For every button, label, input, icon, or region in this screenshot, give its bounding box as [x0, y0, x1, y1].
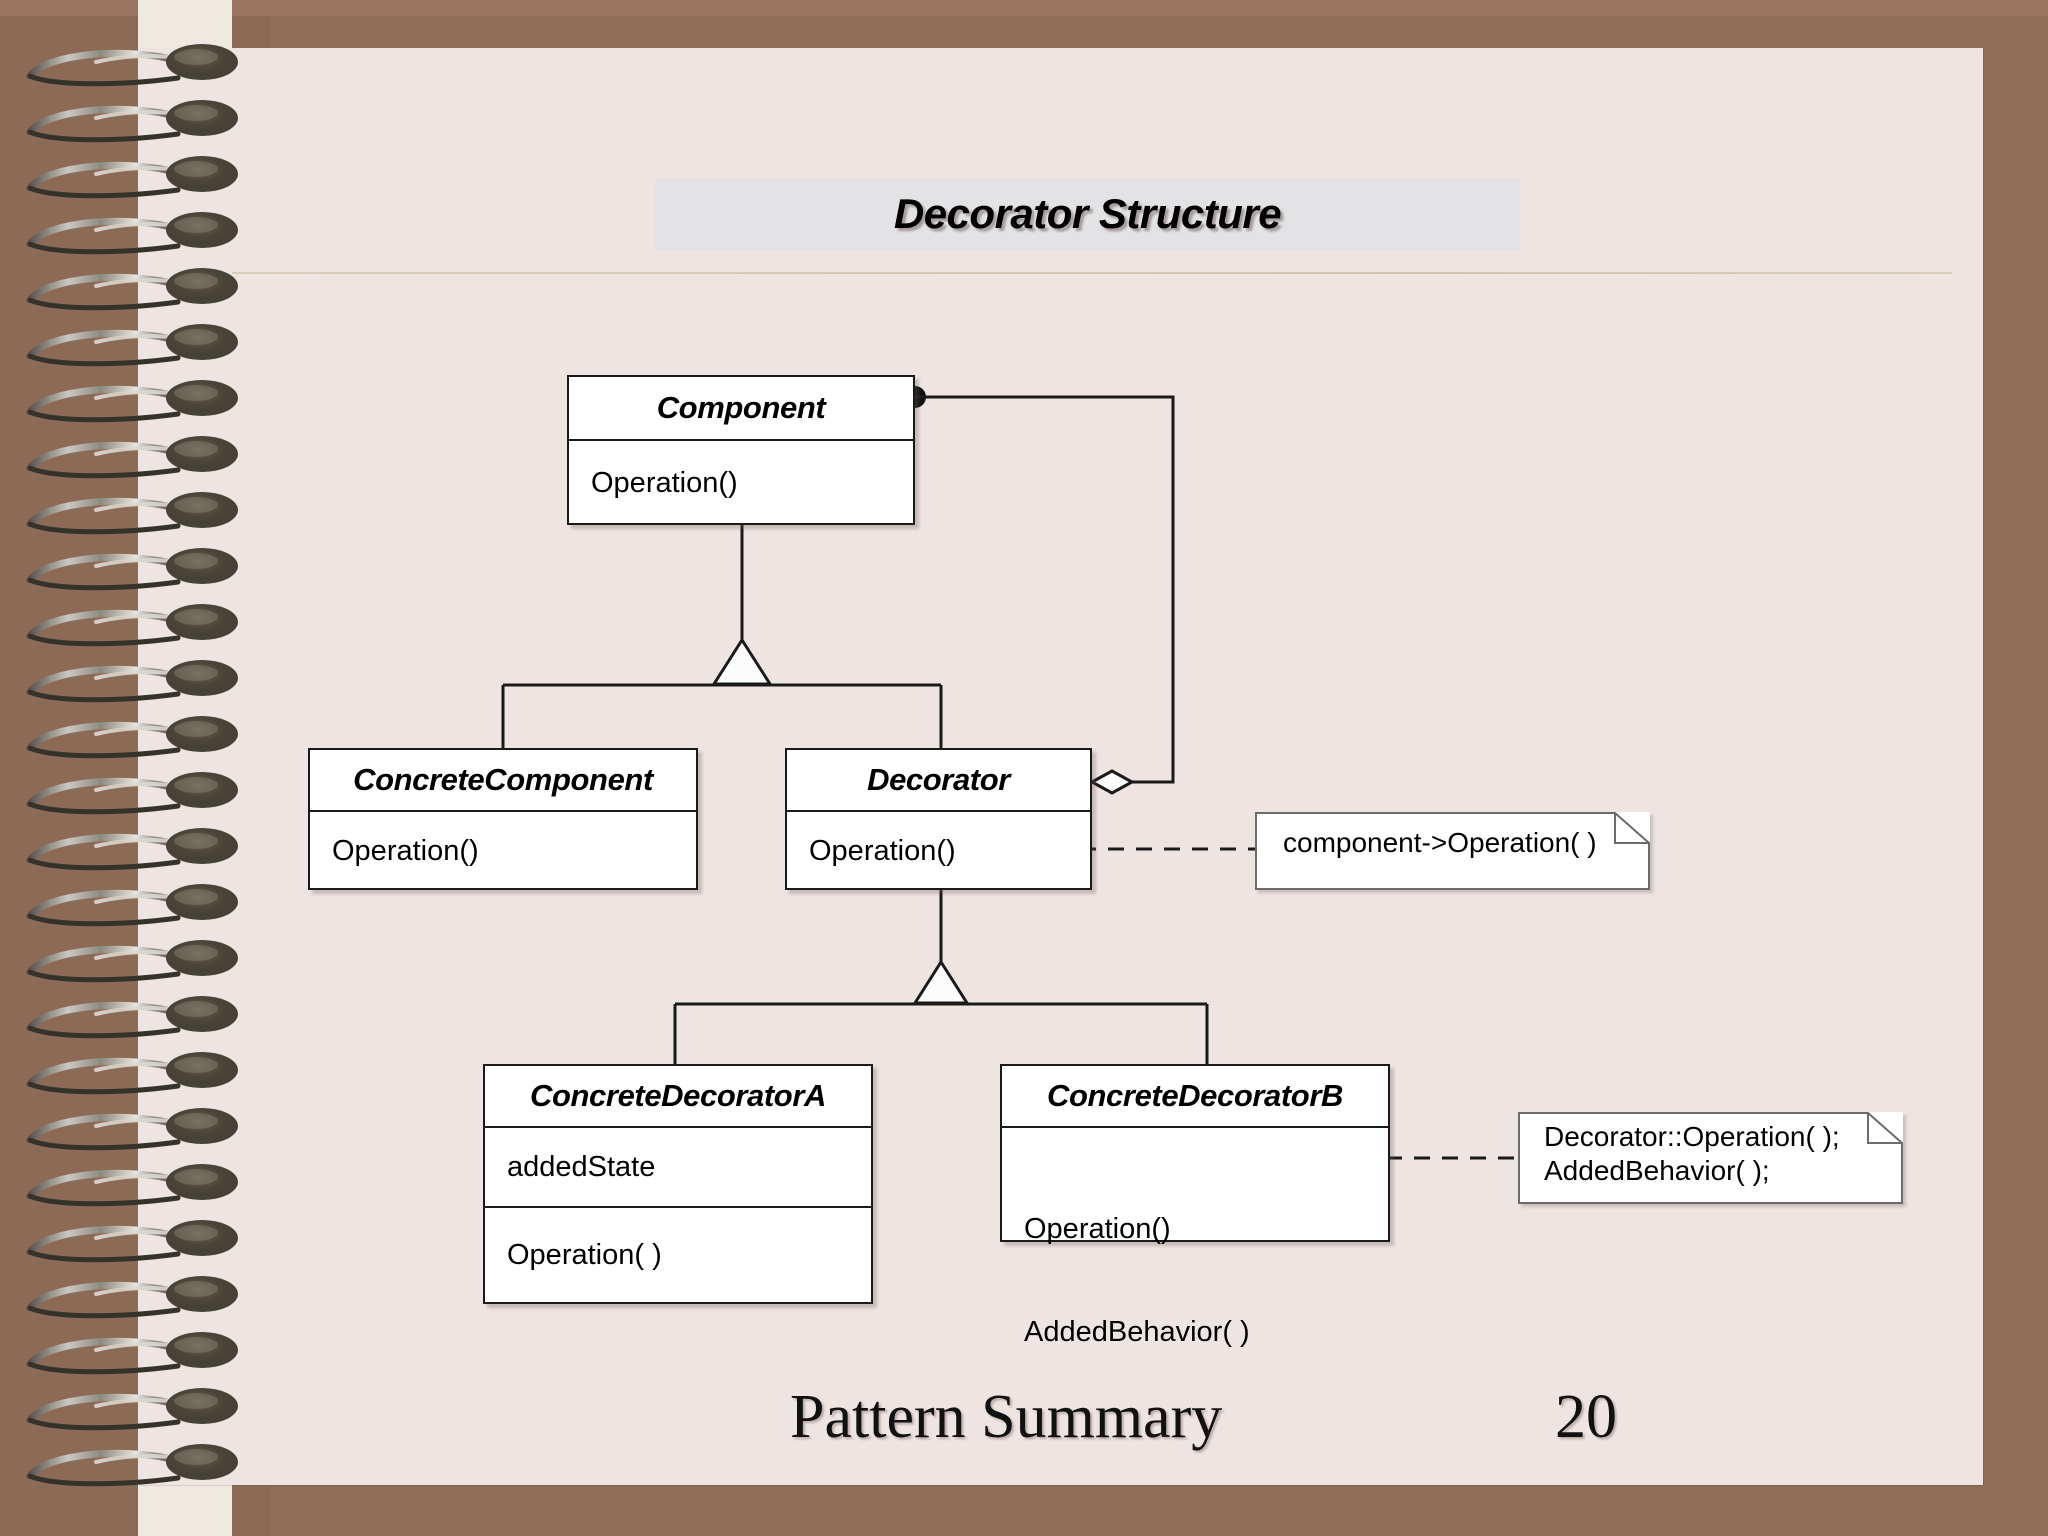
title-banner [655, 178, 1520, 250]
frame-top-band [0, 0, 2048, 16]
footer-title: Pattern Summary [790, 1383, 1223, 1451]
generalization-component [501, 525, 943, 748]
class-name-concrete-decorator-a: ConcreteDecoratorA [485, 1066, 871, 1128]
title-divider [232, 272, 1952, 274]
class-operations-concrete-component: Operation() [332, 834, 479, 867]
class-box-decorator[interactable]: Decorator Operation() [785, 748, 1092, 890]
generalization-decorator [673, 886, 1209, 1064]
operation-line: Operation() [1024, 1213, 1171, 1246]
class-name-component: Component [569, 377, 913, 441]
aggregation-decorator-component [904, 386, 1175, 795]
note-shape [1255, 812, 1650, 890]
class-name-concrete-decorator-b: ConcreteDecoratorB [1002, 1066, 1388, 1128]
note-decorator-operation[interactable]: component->Operation( ) [1255, 812, 1650, 890]
page-number: 20 [1555, 1383, 1617, 1451]
class-name-concrete-component: ConcreteComponent [310, 750, 696, 812]
class-name-decorator: Decorator [787, 750, 1090, 812]
class-operations-concrete-decorator-b: Operation() AddedBehavior( ) [1002, 1128, 1388, 1348]
class-box-concrete-decorator-b[interactable]: ConcreteDecoratorB Operation() AddedBeha… [1000, 1064, 1390, 1348]
class-box-component[interactable]: Component Operation() [567, 375, 915, 525]
class-operations-decorator: Operation() [809, 834, 956, 867]
note-shape [1518, 1112, 1903, 1204]
class-operations-component: Operation() [591, 466, 738, 499]
note-text: component->Operation( ) [1283, 827, 1597, 858]
note-text: Decorator::Operation( ); AddedBehavior( … [1544, 1121, 1840, 1187]
note-concrete-decorator-b-operation[interactable]: Decorator::Operation( ); AddedBehavior( … [1518, 1112, 1903, 1204]
operation-line: AddedBehavior( ) [1024, 1316, 1250, 1349]
class-operations-concrete-decorator-a: Operation( ) [507, 1238, 662, 1271]
class-attributes-concrete-decorator-a: addedState [485, 1128, 871, 1208]
class-box-concrete-component[interactable]: ConcreteComponent Operation() [308, 748, 698, 890]
class-box-concrete-decorator-a[interactable]: ConcreteDecoratorA addedState Operation(… [483, 1064, 873, 1304]
page-title: Decorator Structure [893, 190, 1282, 237]
